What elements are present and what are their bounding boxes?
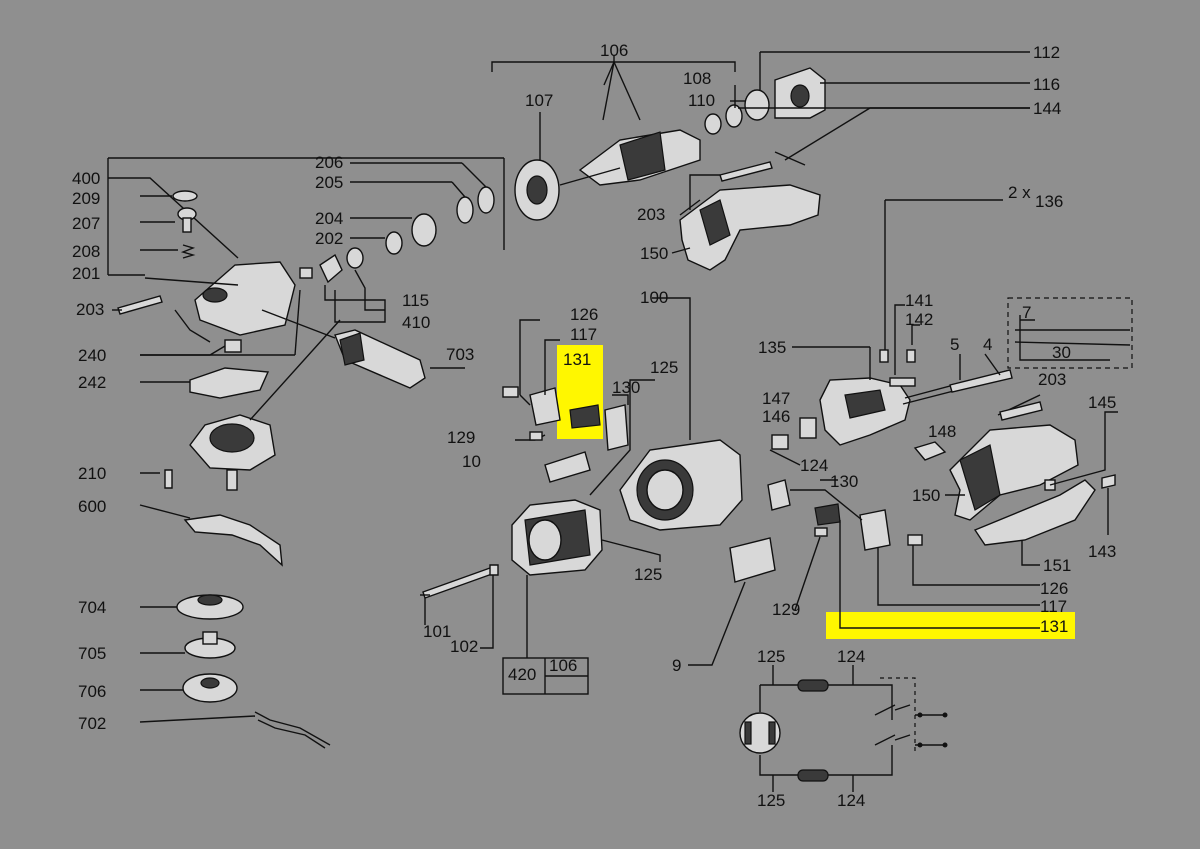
label-704: 704 bbox=[78, 598, 106, 617]
label-30: 30 bbox=[1052, 343, 1071, 362]
armature-assembly bbox=[491, 51, 1030, 221]
label-116: 116 bbox=[1033, 75, 1060, 94]
label-151: 151 bbox=[1043, 556, 1071, 575]
label-420: 420 bbox=[508, 665, 536, 684]
label-145: 145 bbox=[1088, 393, 1116, 412]
label-146: 146 bbox=[762, 407, 790, 426]
label-117-right: 117 bbox=[1040, 597, 1067, 616]
label-201: 201 bbox=[72, 264, 100, 283]
label-131-right: 131 bbox=[1040, 617, 1068, 636]
label-112: 112 bbox=[1033, 43, 1060, 62]
label-135: 135 bbox=[758, 338, 786, 357]
label-126-right: 126 bbox=[1040, 579, 1068, 598]
label-129-left: 129 bbox=[447, 428, 475, 447]
label-141: 141 bbox=[905, 291, 933, 310]
label-202: 202 bbox=[315, 229, 343, 248]
label-147: 147 bbox=[762, 389, 790, 408]
label-142: 142 bbox=[905, 310, 933, 329]
rear-handle-assembly bbox=[945, 394, 1118, 566]
label-410: 410 bbox=[402, 313, 430, 332]
label-203-right: 203 bbox=[1038, 370, 1066, 389]
label-106-box: 106 bbox=[549, 656, 577, 675]
label-117-left: 117 bbox=[570, 325, 597, 344]
label-108: 108 bbox=[683, 69, 711, 88]
label-706: 706 bbox=[78, 682, 106, 701]
label-150-top: 150 bbox=[640, 244, 668, 263]
label-242: 242 bbox=[78, 373, 106, 392]
label-400: 400 bbox=[72, 169, 100, 188]
label-148: 148 bbox=[928, 422, 956, 441]
label-5: 5 bbox=[950, 335, 959, 354]
label-203-mid: 203 bbox=[637, 205, 665, 224]
label-124-circuit-bottom: 124 bbox=[837, 791, 865, 810]
label-210: 210 bbox=[78, 464, 106, 483]
label-125-circuit-bottom: 125 bbox=[757, 791, 785, 810]
label-143: 143 bbox=[1088, 542, 1116, 561]
label-144: 144 bbox=[1033, 99, 1061, 118]
label-150-right: 150 bbox=[912, 486, 940, 505]
label-204: 204 bbox=[315, 209, 343, 228]
label-131-left: 131 bbox=[563, 350, 591, 369]
label-4: 4 bbox=[983, 335, 992, 354]
label-115: 115 bbox=[402, 291, 429, 310]
upper-housing-assembly bbox=[671, 161, 1133, 466]
label-9: 9 bbox=[672, 656, 681, 675]
label-129-right: 129 bbox=[772, 600, 800, 619]
label-101: 101 bbox=[423, 622, 451, 641]
label-102: 102 bbox=[450, 637, 478, 656]
label-125-top: 125 bbox=[650, 358, 678, 377]
label-705: 705 bbox=[78, 644, 106, 663]
label-125-mid: 125 bbox=[634, 565, 662, 584]
label-702: 702 bbox=[78, 714, 106, 733]
wiring-schematic bbox=[739, 665, 948, 792]
label-107: 107 bbox=[525, 91, 553, 110]
label-130-left: 130 bbox=[612, 378, 640, 397]
label-106: 106 bbox=[600, 41, 628, 60]
label-600: 600 bbox=[78, 497, 106, 516]
label-209: 209 bbox=[72, 189, 100, 208]
label-205: 205 bbox=[315, 173, 343, 192]
label-130-right: 130 bbox=[830, 472, 858, 491]
label-7: 7 bbox=[1022, 303, 1031, 322]
label-136-prefix: 2 x bbox=[1008, 183, 1031, 202]
label-10: 10 bbox=[462, 452, 481, 471]
label-208: 208 bbox=[72, 242, 100, 261]
highlight-box-131-bottom bbox=[826, 612, 1075, 639]
label-126-left: 126 bbox=[570, 305, 598, 324]
label-206: 206 bbox=[315, 153, 343, 172]
part-number-labels: 106 112 116 108 110 107 144 400 209 207 … bbox=[72, 41, 1116, 810]
label-110: 110 bbox=[688, 91, 715, 110]
label-207: 207 bbox=[72, 214, 100, 233]
label-124-mid: 124 bbox=[800, 456, 828, 475]
label-703: 703 bbox=[446, 345, 474, 364]
label-203-left: 203 bbox=[76, 300, 104, 319]
motor-field-assembly bbox=[420, 297, 1040, 695]
label-124-circuit-top: 124 bbox=[837, 647, 865, 666]
label-240: 240 bbox=[78, 346, 106, 365]
label-100: 100 bbox=[640, 288, 668, 307]
label-136: 136 bbox=[1035, 192, 1063, 211]
label-125-circuit-top: 125 bbox=[757, 647, 785, 666]
gearbox-assembly bbox=[107, 157, 505, 749]
